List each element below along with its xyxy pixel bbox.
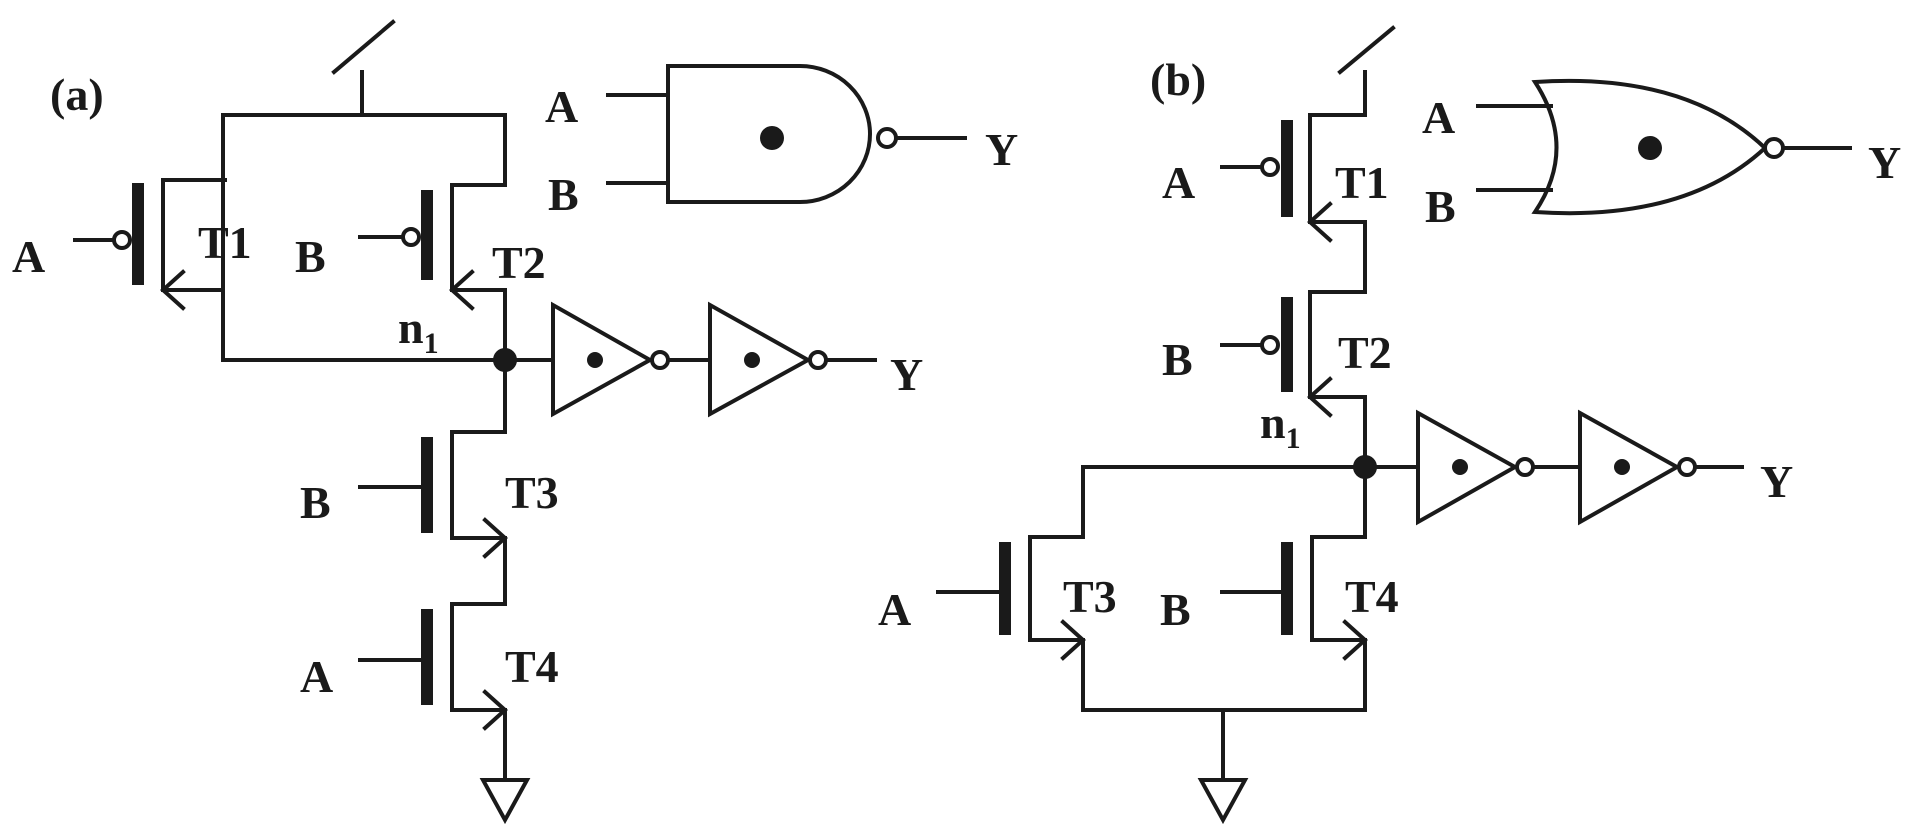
t4-label-a: T4 xyxy=(505,641,559,692)
t2-label-b: T2 xyxy=(1338,327,1392,378)
t1-label-a: T1 xyxy=(198,217,252,268)
nand-gate-symbol-a xyxy=(606,64,967,204)
t1-input-label-b: A xyxy=(1162,157,1195,208)
nmos-t4-b xyxy=(1220,535,1368,712)
nmos-t3-b xyxy=(936,465,1086,712)
inverter-chain-a xyxy=(503,301,877,418)
vdd-symbol-b xyxy=(1337,25,1396,117)
panel-b-label: (b) xyxy=(1150,54,1206,105)
gate-output-label-a: Y xyxy=(985,124,1018,175)
t4-input-label-a: A xyxy=(300,651,333,702)
nor-gate-symbol-b xyxy=(1476,78,1852,216)
ground-symbol-b xyxy=(1197,778,1249,825)
vdd-symbol-a xyxy=(331,19,396,117)
t3-input-label-a: B xyxy=(300,477,331,528)
node-n1-label-b: n1 xyxy=(1260,397,1301,455)
t3-label-a: T3 xyxy=(505,467,559,518)
nmos-t4-a xyxy=(358,602,508,782)
panel-a: (a) xyxy=(12,19,1018,825)
t1-input-label-a: A xyxy=(12,231,45,282)
pmos-t2-b xyxy=(1220,290,1367,469)
panel-b: (b) xyxy=(878,25,1901,825)
output-y-label-a: Y xyxy=(890,349,923,400)
t3-input-label-b: A xyxy=(878,584,911,635)
t2-input-label-a: B xyxy=(295,231,326,282)
t4-label-b: T4 xyxy=(1345,571,1399,622)
gate-input-a-label-a: A xyxy=(545,81,578,132)
t4-input-label-b: B xyxy=(1160,584,1191,635)
gate-input-b-label-a: B xyxy=(548,169,579,220)
t2-label-a: T2 xyxy=(492,237,546,288)
t3-label-b: T3 xyxy=(1063,571,1117,622)
t1-label-b: T1 xyxy=(1335,157,1389,208)
inverter-chain-b xyxy=(1363,409,1744,526)
nmos-t3-a xyxy=(358,430,508,606)
pmos-t1-b xyxy=(1220,113,1367,294)
ground-symbol-a xyxy=(479,778,531,825)
node-n1-label-a: n1 xyxy=(398,302,439,360)
pmos-t2-a xyxy=(358,183,507,311)
gate-input-b-label-b: B xyxy=(1425,181,1456,232)
pmos-t1-a xyxy=(73,113,507,362)
panel-a-label: (a) xyxy=(50,69,104,120)
t2-input-label-b: B xyxy=(1162,334,1193,385)
output-y-label-b: Y xyxy=(1760,456,1793,507)
gate-output-label-b: Y xyxy=(1868,137,1901,188)
gate-input-a-label-b: A xyxy=(1422,92,1455,143)
